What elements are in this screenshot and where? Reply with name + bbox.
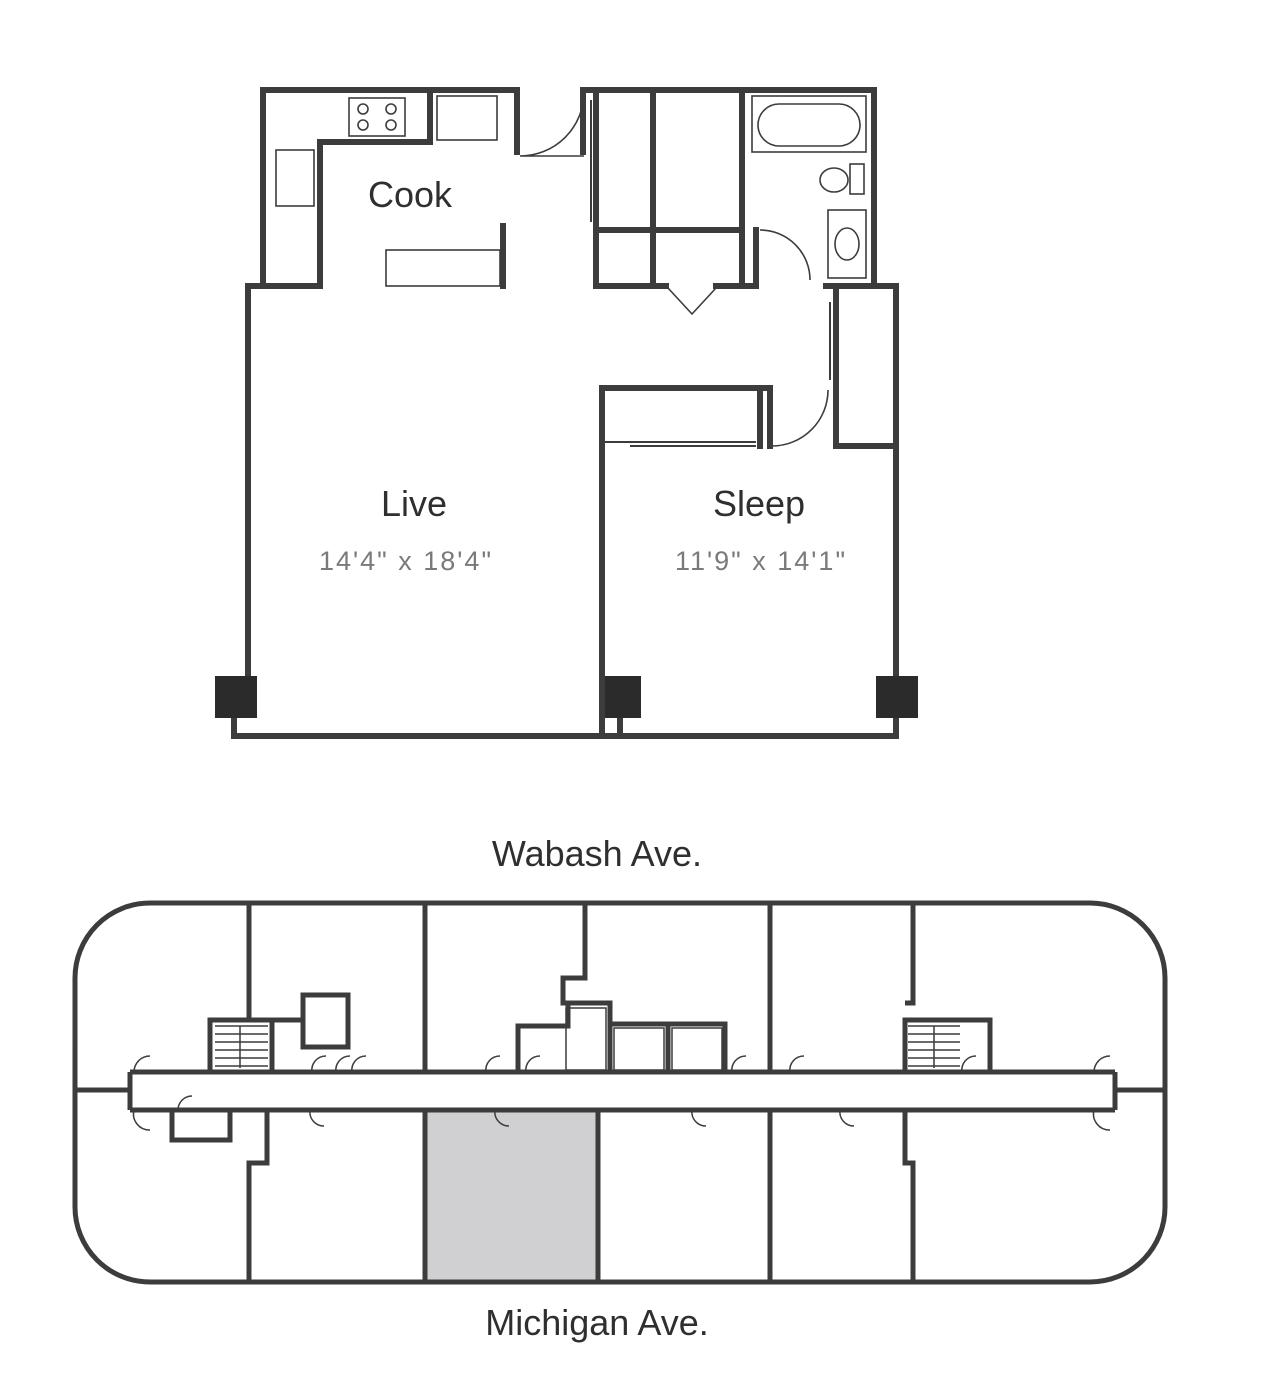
toilet <box>819 167 849 193</box>
corridor <box>127 1069 1118 1113</box>
refrigerator <box>436 95 498 141</box>
bathroom <box>733 95 877 289</box>
highlighted-unit <box>427 1112 597 1280</box>
building-outline <box>72 900 1168 1285</box>
street-label-top: Wabash Ave. <box>492 833 702 874</box>
closet-bifold <box>667 287 717 316</box>
structural-columns <box>215 676 918 718</box>
toilet-tank <box>849 163 865 195</box>
top-unit-walls <box>246 903 916 1072</box>
unit-plan: Cook Live 14'4" x 18'4" Sleep 11'9" x 14… <box>215 87 918 739</box>
bedroom-walls <box>599 283 899 739</box>
room-dimensions-live: 14'4" x 18'4" <box>319 546 493 576</box>
bottom-unit-walls <box>246 1112 916 1282</box>
sink <box>275 149 315 207</box>
room-label-live: Live <box>381 483 447 524</box>
room-label-cook: Cook <box>368 174 453 215</box>
stove <box>348 97 406 137</box>
closets <box>590 87 745 316</box>
room-label-sleep: Sleep <box>713 483 805 524</box>
core-elements <box>169 992 993 1143</box>
corridor-doors <box>132 1055 1111 1131</box>
key-plan <box>72 900 1168 1285</box>
kitchen-island <box>385 249 501 287</box>
bedroom-door-swing <box>771 389 829 447</box>
kitchen-area <box>260 87 585 289</box>
street-label-bottom: Michigan Ave. <box>485 1302 708 1343</box>
unit-exterior-walls <box>231 87 899 739</box>
entry-door-swing <box>519 91 585 157</box>
bath-door-swing <box>759 229 811 281</box>
room-dimensions-sleep: 11'9" x 14'1" <box>675 546 847 576</box>
